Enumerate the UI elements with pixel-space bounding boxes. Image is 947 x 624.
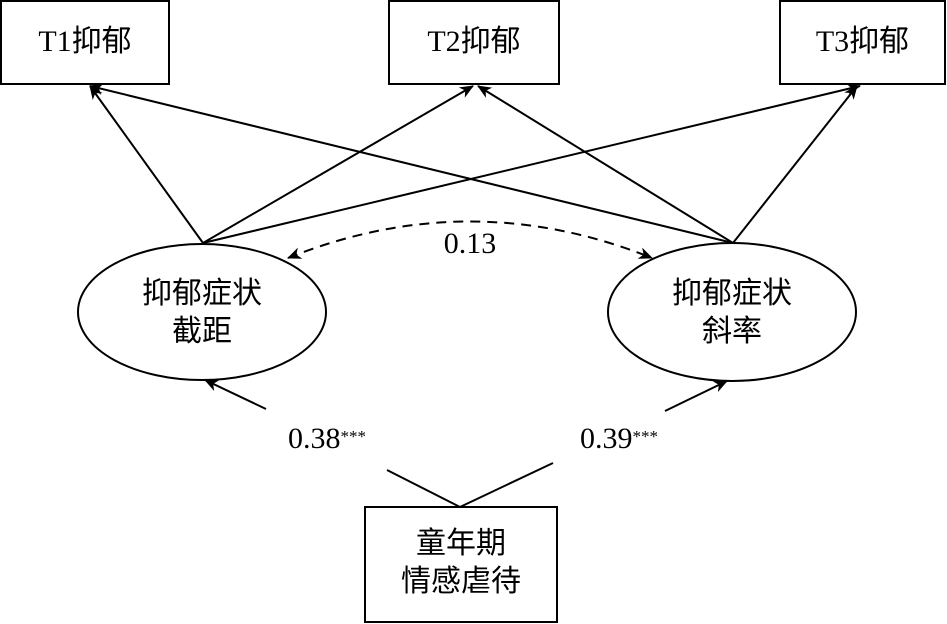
correlation-curve	[287, 220, 653, 259]
ellipse-intercept	[77, 243, 327, 381]
path-abuse-slope-arrow	[664, 380, 728, 412]
label-t3: T3抑郁	[815, 25, 910, 58]
label-slope-line2: 斜率	[702, 315, 762, 348]
coef-intercept-value: 0.38	[288, 422, 341, 455]
loading-slope-t3	[732, 85, 858, 244]
loading-slope-t2	[477, 85, 734, 244]
coef-slope-value: 0.39	[580, 422, 633, 455]
label-intercept-line1: 抑郁症状	[142, 277, 262, 310]
box-t1	[0, 0, 170, 85]
ellipse-slope	[607, 242, 857, 382]
loading-slope-t1	[89, 83, 734, 244]
label-predictor-line2: 情感虐待	[401, 565, 521, 598]
loading-intercept-t1	[89, 85, 204, 244]
label-slope-line1: 抑郁症状	[672, 277, 792, 310]
coef-slope: 0.39***	[580, 422, 658, 456]
label-correlation: 0.13	[443, 227, 497, 260]
box-t3	[779, 0, 946, 85]
label-t1: T1抑郁	[38, 25, 132, 58]
box-predictor	[364, 506, 558, 623]
box-t2	[388, 0, 560, 85]
label-intercept-line2: 截距	[172, 315, 232, 348]
loading-intercept-t3	[202, 83, 861, 244]
path-abuse-intercept	[386, 469, 461, 508]
label-t2: T2抑郁	[427, 25, 521, 58]
path-abuse-intercept-arrow	[204, 379, 267, 410]
loading-intercept-t2-stroke	[202, 85, 474, 244]
coef-intercept-sig: ***	[340, 427, 367, 446]
coef-intercept: 0.38***	[288, 422, 366, 456]
coef-slope-sig: ***	[632, 427, 659, 446]
path-abuse-slope	[459, 462, 554, 508]
label-predictor-line1: 童年期	[416, 527, 506, 560]
